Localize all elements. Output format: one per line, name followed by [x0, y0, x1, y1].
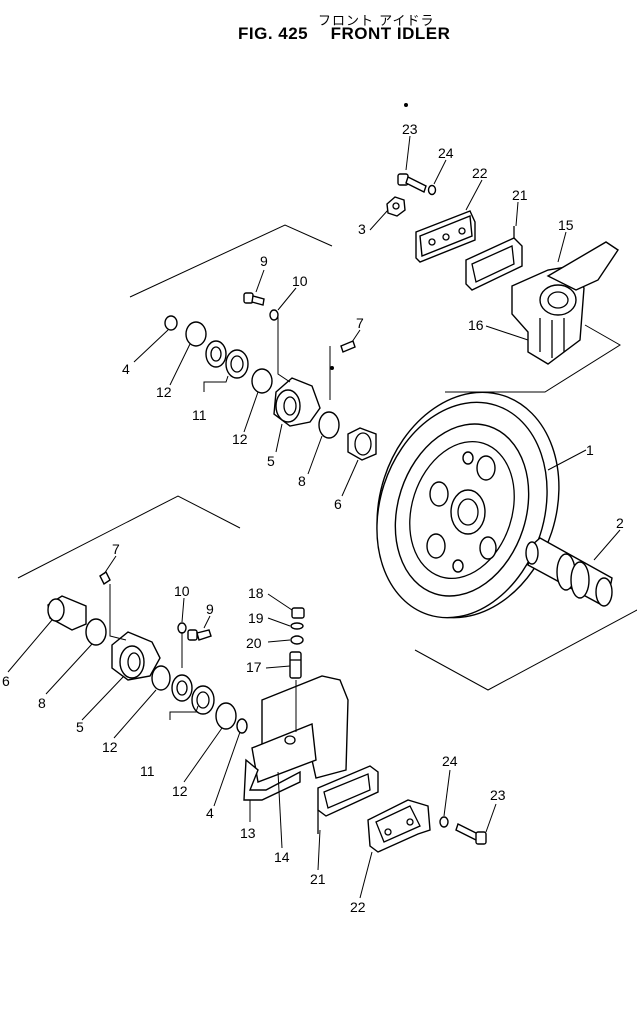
bracket-lower	[367, 799, 431, 853]
callout-1: 1	[586, 442, 594, 458]
callout-22: 22	[350, 899, 366, 915]
callout-labels: 23 24 22 3 21 15 16 1 2 9 10 7 4 12 11 1…	[2, 121, 624, 915]
figure-heading: FIG. 425 FRONT IDLER	[238, 24, 450, 44]
grease-fitting-17	[289, 651, 302, 679]
support-upper	[511, 241, 619, 365]
guide-plate-upper	[465, 226, 523, 291]
callout-10: 10	[292, 273, 308, 289]
callout-10: 10	[174, 583, 190, 599]
callout-21: 21	[512, 187, 528, 203]
callout-11: 11	[140, 763, 155, 779]
callout-14: 14	[274, 849, 290, 865]
bracket-upper	[415, 210, 476, 263]
group-bracket-lower	[17, 495, 637, 691]
ring-4-upper	[164, 315, 178, 331]
guide-plate-lower	[317, 765, 379, 834]
callout-18: 18	[248, 585, 264, 601]
washer-upper	[427, 184, 437, 196]
callout-12: 12	[102, 739, 118, 755]
bearing-seal-11-lower	[171, 674, 215, 715]
group-bracket-upper	[129, 224, 621, 393]
bolt-upper	[397, 173, 427, 193]
figure-title: FRONT IDLER	[330, 24, 451, 43]
callout-15: 15	[558, 217, 574, 233]
collar-5-upper	[273, 377, 321, 427]
bushing-6-upper	[347, 427, 377, 461]
o-ring-8-lower	[85, 618, 107, 646]
bolt-9-lower	[187, 629, 212, 641]
callout-8: 8	[38, 695, 46, 711]
cap-18	[291, 607, 305, 619]
dot-mark	[404, 103, 408, 107]
washer-19	[290, 622, 304, 630]
callout-20: 20	[246, 635, 262, 651]
callout-2: 2	[616, 515, 624, 531]
callout-16: 16	[468, 317, 484, 333]
callout-13: 13	[240, 825, 256, 841]
callout-8: 8	[298, 473, 306, 489]
collar-5-lower	[111, 631, 161, 681]
callout-22: 22	[472, 165, 488, 181]
callout-24: 24	[438, 145, 454, 161]
callout-12: 12	[156, 384, 172, 400]
callout-11: 11	[192, 407, 207, 423]
callout-17: 17	[246, 659, 262, 675]
o-ring-12-lower-b	[215, 702, 237, 730]
callout-21: 21	[310, 871, 326, 887]
callout-24: 24	[442, 753, 458, 769]
callout-23: 23	[490, 787, 506, 803]
callout-9: 9	[260, 253, 268, 269]
leader-lines	[7, 135, 621, 899]
bolt-9-upper	[243, 292, 265, 306]
o-ring-12-upper-a	[185, 321, 207, 347]
bearing-seal-11-upper	[205, 340, 249, 379]
callout-6: 6	[334, 496, 342, 512]
callout-9: 9	[206, 601, 214, 617]
callout-5: 5	[76, 719, 84, 735]
callout-12: 12	[232, 431, 248, 447]
ring-4-lower	[236, 718, 248, 734]
o-ring-12-upper-b	[251, 368, 273, 394]
callout-4: 4	[206, 805, 214, 821]
callout-23: 23	[402, 121, 418, 137]
dot-mark	[330, 366, 334, 370]
figure-subtitle-jp: フロント アイドラ	[318, 14, 435, 29]
shaft	[525, 537, 613, 607]
callout-19: 19	[248, 610, 264, 626]
callout-7: 7	[112, 541, 120, 557]
bushing-6-lower	[47, 595, 87, 631]
washer-lower	[439, 816, 449, 828]
idler-wheel	[376, 391, 560, 619]
callout-12: 12	[172, 783, 188, 799]
support-lower	[243, 675, 349, 801]
callout-6: 6	[2, 673, 10, 689]
pin-7-lower	[99, 570, 111, 586]
figure-number: FIG. 425	[238, 24, 309, 43]
callout-5: 5	[267, 453, 275, 469]
o-ring-8-upper	[318, 411, 340, 439]
nut-upper	[386, 196, 406, 217]
callout-3: 3	[358, 221, 366, 237]
washer-10-lower	[177, 622, 187, 634]
callout-4: 4	[122, 361, 130, 377]
bolt-lower	[455, 823, 487, 845]
washer-20	[290, 635, 304, 645]
washer-10-upper	[269, 309, 279, 321]
callout-7: 7	[356, 315, 364, 331]
o-ring-12-lower-a	[151, 665, 171, 691]
pin-7-upper	[340, 340, 356, 353]
